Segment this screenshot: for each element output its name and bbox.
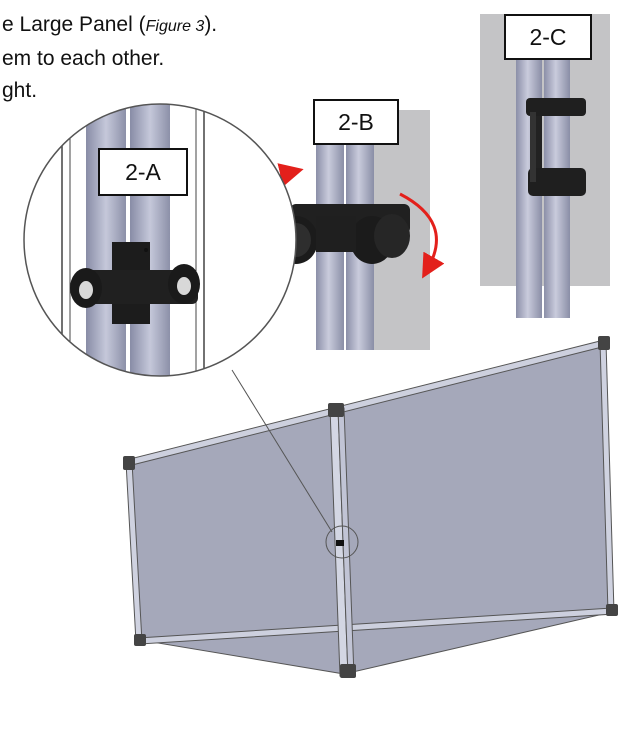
center-clip xyxy=(336,540,344,546)
detail-label-2b: 2-B xyxy=(313,99,399,145)
tube-right xyxy=(544,14,570,318)
detail-leader-line xyxy=(231,369,333,533)
tube-left xyxy=(86,104,126,376)
detail-label-2c: 2-C xyxy=(504,14,592,60)
magnifier-circle xyxy=(23,103,297,377)
figure-reference: Figure 3 xyxy=(145,18,205,35)
instruction-line-1: e Large Panel (Figure 3). xyxy=(2,13,218,36)
large-panel-assembly xyxy=(123,336,618,678)
detail-2c-view xyxy=(480,14,610,318)
clip-closed xyxy=(526,98,586,196)
clip-engaged xyxy=(70,242,200,324)
corner-connectors xyxy=(123,336,618,678)
detail-label-2a: 2-A xyxy=(98,148,188,196)
detail-callout-circle xyxy=(325,525,359,559)
instruction-line-2: em to each other. xyxy=(2,47,165,70)
detail-2b-view xyxy=(252,110,445,350)
tube-right xyxy=(130,104,170,376)
instruction-line-3: ght. xyxy=(2,79,38,102)
detail-2a-view xyxy=(23,103,297,377)
